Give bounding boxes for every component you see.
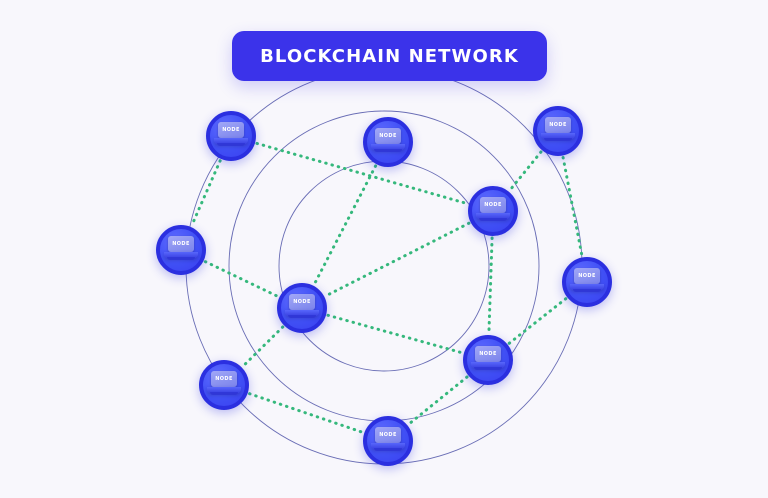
laptop-screen: NODE <box>375 427 401 443</box>
laptop-screen: NODE <box>480 197 506 213</box>
network-node-1[interactable]: NODE <box>206 111 256 161</box>
laptop-foot <box>544 138 572 141</box>
link-node-9-to-node-10 <box>248 392 364 434</box>
link-node-7-to-node-9 <box>241 325 285 368</box>
page-title: BLOCKCHAIN NETWORK <box>260 45 519 67</box>
laptop-foot <box>288 315 316 318</box>
laptop-base <box>471 362 505 368</box>
node-label: NODE <box>379 132 397 139</box>
laptop-foot <box>217 143 245 146</box>
network-node-7[interactable]: NODE <box>277 283 327 333</box>
laptop-foot <box>573 289 601 292</box>
laptop-screen: NODE <box>218 122 244 138</box>
laptop-icon: NODE <box>541 116 575 146</box>
laptop-base <box>214 138 248 144</box>
link-node-6-to-node-8 <box>507 297 568 345</box>
laptop-screen: NODE <box>574 268 600 284</box>
laptop-base <box>371 144 405 150</box>
laptop-screen: NODE <box>289 294 315 310</box>
network-node-8[interactable]: NODE <box>463 335 513 385</box>
laptop-base <box>541 133 575 139</box>
node-label: NODE <box>479 350 497 357</box>
laptop-screen: NODE <box>375 128 401 144</box>
laptop-screen: NODE <box>545 117 571 133</box>
node-label: NODE <box>222 126 240 133</box>
laptop-foot <box>374 149 402 152</box>
network-node-9[interactable]: NODE <box>199 360 249 410</box>
network-node-5[interactable]: NODE <box>468 186 518 236</box>
orbit-ring-3 <box>278 160 490 372</box>
network-node-10[interactable]: NODE <box>363 416 413 466</box>
network-node-2[interactable]: NODE <box>363 117 413 167</box>
node-label: NODE <box>293 298 311 305</box>
laptop-icon: NODE <box>371 426 405 456</box>
link-node-8-to-node-10 <box>407 375 469 426</box>
node-label: NODE <box>578 272 596 279</box>
node-connections <box>190 141 584 434</box>
laptop-base <box>476 213 510 219</box>
network-node-6[interactable]: NODE <box>562 257 612 307</box>
link-node-3-to-node-6 <box>561 156 584 257</box>
network-node-4[interactable]: NODE <box>156 225 206 275</box>
laptop-foot <box>479 218 507 221</box>
link-node-7-to-node-8 <box>326 313 464 355</box>
laptop-icon: NODE <box>476 196 510 226</box>
laptop-icon: NODE <box>570 267 604 297</box>
laptop-screen: NODE <box>475 346 501 362</box>
laptop-foot <box>474 367 502 370</box>
laptop-screen: NODE <box>211 371 237 387</box>
node-label: NODE <box>484 201 502 208</box>
network-node-3[interactable]: NODE <box>533 106 583 156</box>
laptop-foot <box>210 392 238 395</box>
link-node-4-to-node-7 <box>203 260 280 298</box>
link-node-1-to-node-5 <box>255 141 469 206</box>
node-label: NODE <box>215 375 233 382</box>
link-node-1-to-node-4 <box>190 159 222 227</box>
link-node-5-to-node-7 <box>324 221 471 298</box>
link-node-3-to-node-5 <box>508 150 543 192</box>
laptop-icon: NODE <box>214 121 248 151</box>
laptop-icon: NODE <box>371 127 405 157</box>
link-node-5-to-node-8 <box>487 236 494 335</box>
node-label: NODE <box>172 240 190 247</box>
laptop-icon: NODE <box>285 293 319 323</box>
laptop-screen: NODE <box>168 236 194 252</box>
laptop-foot <box>167 257 195 260</box>
laptop-icon: NODE <box>207 370 241 400</box>
laptop-icon: NODE <box>471 345 505 375</box>
laptop-base <box>570 284 604 290</box>
diagram-title-banner: BLOCKCHAIN NETWORK <box>232 31 547 81</box>
laptop-base <box>285 310 319 316</box>
node-label: NODE <box>549 121 567 128</box>
laptop-icon: NODE <box>164 235 198 265</box>
laptop-foot <box>374 448 402 451</box>
link-node-2-to-node-7 <box>312 164 378 286</box>
node-label: NODE <box>379 431 397 438</box>
laptop-base <box>207 387 241 393</box>
laptop-base <box>371 443 405 449</box>
laptop-base <box>164 252 198 258</box>
